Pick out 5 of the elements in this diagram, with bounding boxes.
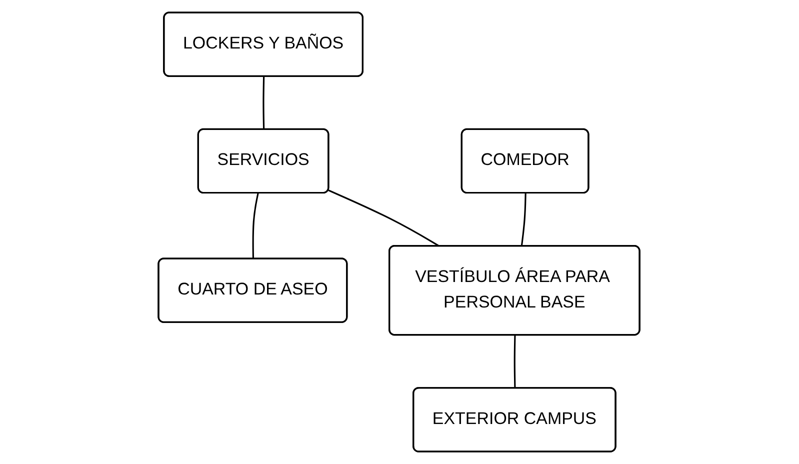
connector xyxy=(514,335,516,388)
connector xyxy=(521,193,527,246)
connector xyxy=(263,76,266,130)
connector xyxy=(252,193,260,260)
connector xyxy=(328,190,440,247)
